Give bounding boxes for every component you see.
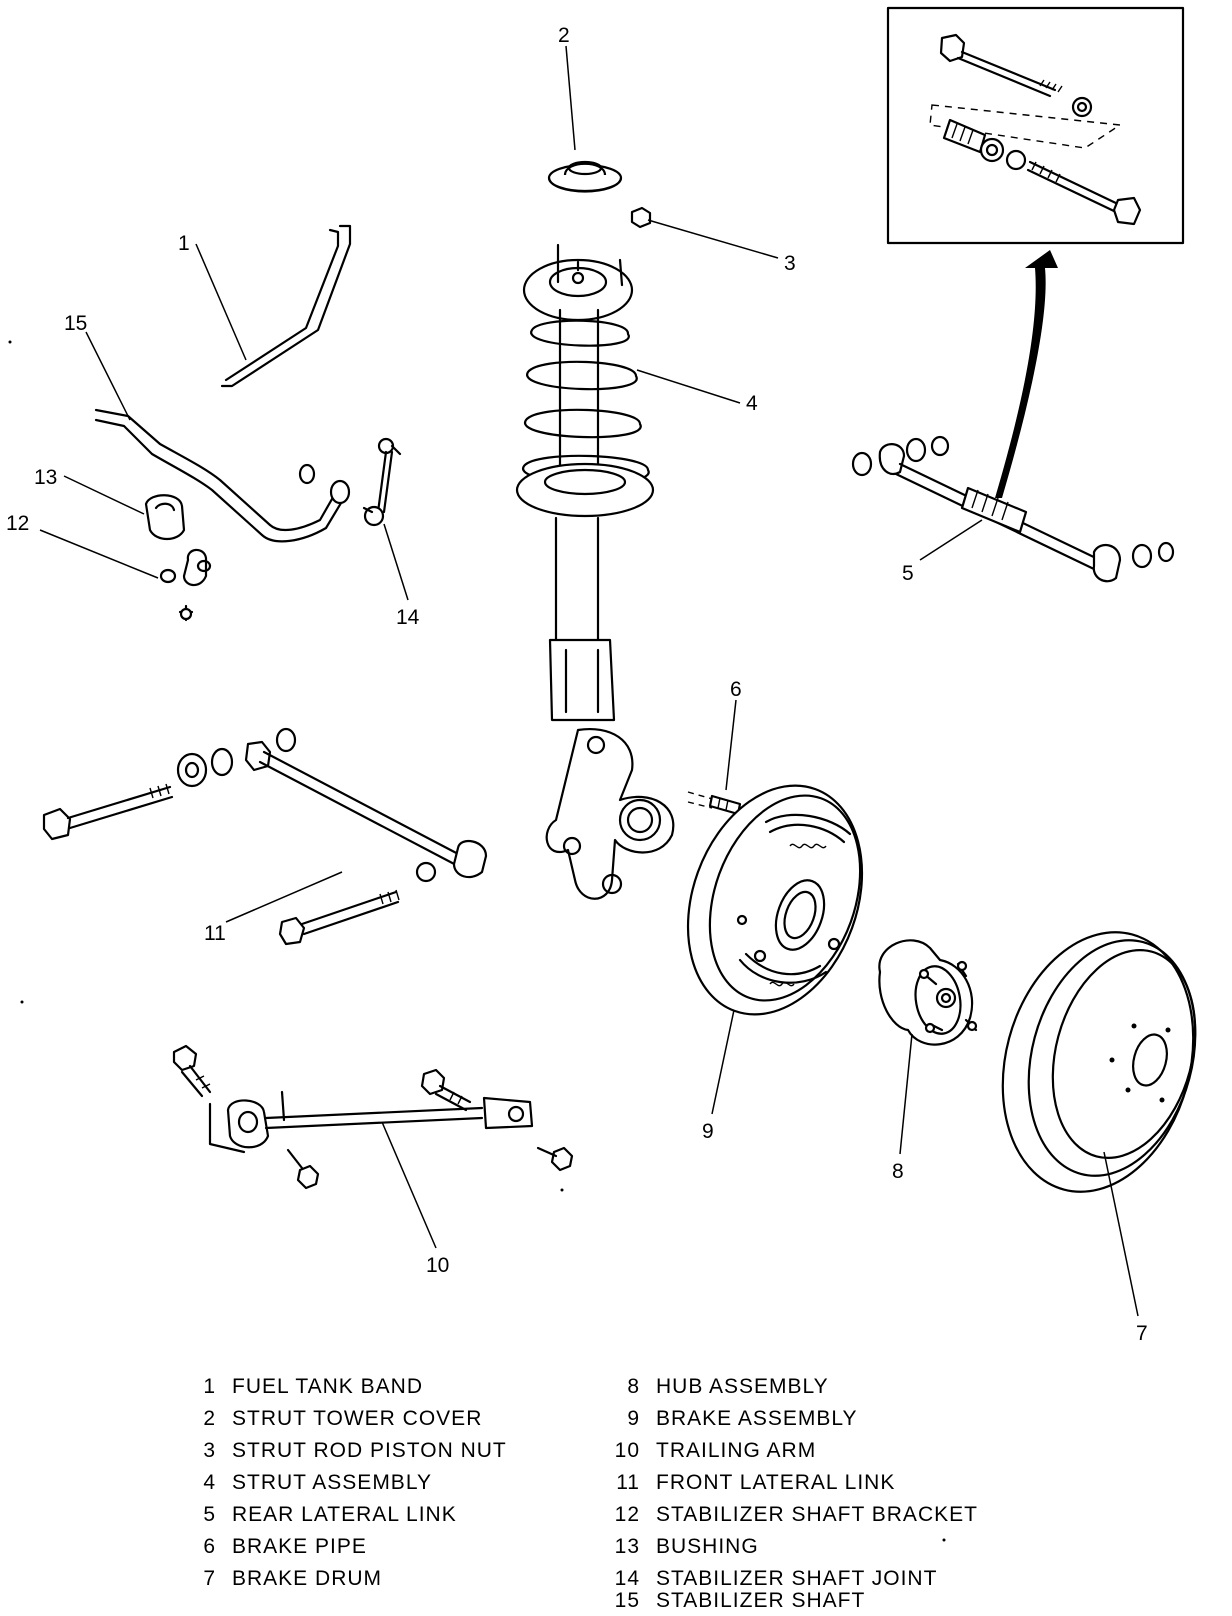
stabilizer-shaft-joint [362, 437, 402, 527]
legend-number: 13 [614, 1535, 640, 1558]
hub-assembly [878, 939, 978, 1046]
brake-drum [1001, 931, 1197, 1193]
legend-number: 8 [627, 1375, 640, 1398]
brake-pipe [687, 791, 742, 816]
scan-specks [8, 340, 946, 1542]
legend-number: 2 [203, 1407, 216, 1430]
legend-number: 7 [203, 1567, 216, 1590]
callout-2: 2 [558, 24, 570, 47]
callout-10: 10 [426, 1254, 449, 1277]
legend-number: 14 [614, 1567, 640, 1590]
strut-assembly [515, 243, 675, 900]
legend-label: BRAKE PIPE [232, 1535, 367, 1558]
legend-number: 5 [203, 1503, 216, 1526]
legend-label: STRUT ASSEMBLY [232, 1471, 432, 1494]
legend-label: STRUT ROD PISTON NUT [232, 1439, 507, 1462]
legend-label: BRAKE DRUM [232, 1567, 383, 1590]
brake-assembly [686, 784, 864, 1016]
legend-label: REAR LATERAL LINK [232, 1503, 457, 1526]
callout-labels: 1 2 3 4 5 6 7 8 9 10 11 12 13 14 15 [6, 24, 1148, 1345]
bushing [144, 494, 186, 541]
inset-bolt [939, 33, 1093, 118]
stabilizer-shaft [94, 408, 351, 543]
inset-sleeve [942, 118, 1027, 171]
strut-tower-cover [547, 160, 623, 193]
legend-label: STABILIZER SHAFT JOINT [656, 1567, 938, 1590]
callout-5: 5 [902, 562, 914, 585]
callout-11: 11 [204, 922, 226, 945]
trailing-arm [172, 1044, 574, 1190]
callout-15: 15 [64, 312, 87, 335]
callout-13: 13 [34, 466, 57, 489]
legend-number: 4 [203, 1471, 216, 1494]
legend-number: 15 [614, 1589, 640, 1612]
callout-8: 8 [892, 1160, 904, 1183]
callout-14: 14 [396, 606, 420, 629]
legend-number: 3 [203, 1439, 216, 1462]
inset-bolt-2 [1026, 160, 1142, 226]
curved-arrow [995, 250, 1058, 498]
callout-3: 3 [784, 252, 796, 275]
stabilizer-shaft-bracket [159, 548, 212, 622]
legend-label: HUB ASSEMBLY [656, 1375, 829, 1398]
callout-4: 4 [746, 392, 758, 415]
legend-label: BUSHING [656, 1535, 759, 1558]
callout-1: 1 [178, 232, 190, 255]
legend-number: 9 [627, 1407, 640, 1430]
callout-6: 6 [730, 678, 742, 701]
inset-detail-box [886, 6, 1185, 245]
front-lateral-link [42, 727, 488, 946]
callout-7: 7 [1136, 1322, 1148, 1345]
leader-lines [39, 45, 1139, 1317]
legend-label: STABILIZER SHAFT [656, 1589, 866, 1612]
strut-rod-piston-nut [630, 206, 652, 229]
legend-number: 11 [616, 1471, 640, 1494]
legend-label: TRAILING ARM [656, 1439, 817, 1462]
legend-label: STRUT TOWER COVER [232, 1407, 483, 1430]
legend-label: BRAKE ASSEMBLY [656, 1407, 858, 1430]
rear-lateral-link [851, 435, 1175, 583]
legend-label: FUEL TANK BAND [232, 1375, 423, 1398]
callout-9: 9 [702, 1120, 714, 1143]
fuel-tank-band [220, 224, 352, 388]
legend-number: 6 [203, 1535, 216, 1558]
legend-label: STABILIZER SHAFT BRACKET [656, 1503, 978, 1526]
legend-label: FRONT LATERAL LINK [656, 1471, 896, 1494]
legend-number: 10 [614, 1439, 640, 1462]
callout-12: 12 [6, 512, 29, 535]
legend-column-right: 8 HUB ASSEMBLY 9 BRAKE ASSEMBLY 10 TRAILING… [610, 1372, 1110, 1612]
legend-number: 1 [203, 1375, 216, 1398]
legend-number: 12 [614, 1503, 640, 1526]
